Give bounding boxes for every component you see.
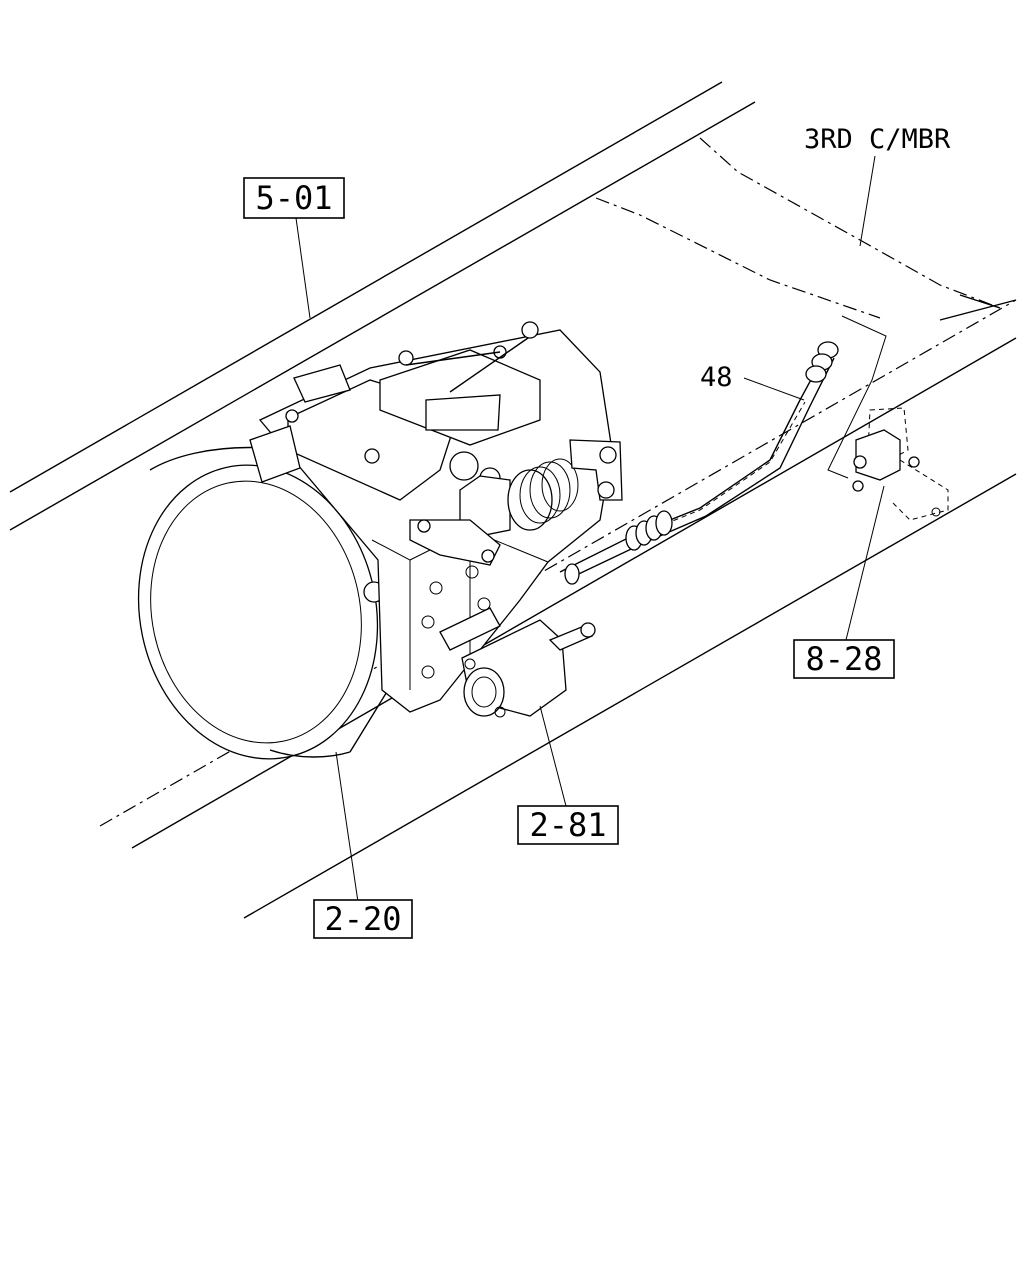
third-crossmember: [595, 137, 1001, 319]
lower-frame-rail: [99, 299, 1017, 919]
ref-bracket-label: 8-28: [805, 640, 882, 678]
part-48-label[interactable]: 48: [700, 362, 733, 393]
ref-transmission-label: 2-20: [324, 900, 401, 938]
ref-box-bracket[interactable]: 8-28: [793, 639, 895, 679]
ref-box-transmission[interactable]: 2-20: [313, 899, 413, 939]
air-hose[interactable]: [559, 341, 839, 585]
hose-fitting-upper: [805, 341, 839, 383]
ref-frame-label: 5-01: [255, 179, 332, 217]
transmission-assembly[interactable]: [112, 321, 623, 781]
hose-fitting-lower: [625, 510, 673, 551]
third-crossmember-label: 3RD C/MBR: [804, 124, 951, 155]
clutch-slave-cylinder[interactable]: [439, 607, 596, 718]
leader-lines: [295, 155, 885, 903]
ref-box-clutch-slave[interactable]: 2-81: [517, 805, 619, 845]
air-cylinder: [507, 458, 579, 531]
valve-bracket[interactable]: [827, 315, 949, 521]
ref-clutch-slave-label: 2-81: [529, 806, 606, 844]
upper-frame-rail: [9, 81, 756, 531]
ref-box-frame[interactable]: 5-01: [243, 177, 345, 219]
